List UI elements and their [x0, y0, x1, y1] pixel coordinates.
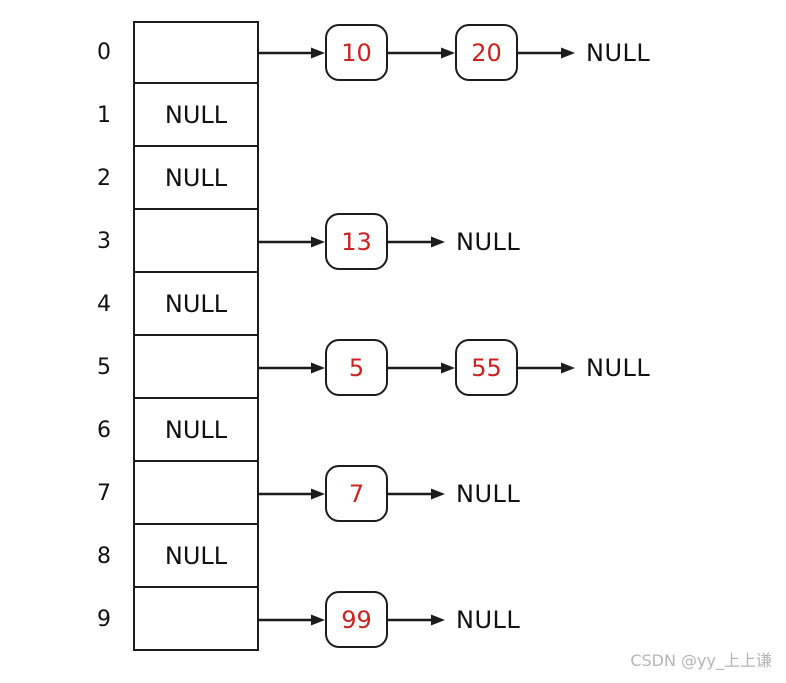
- bucket-row-7: 7 7 NULL: [66, 462, 650, 525]
- list-node: 13: [325, 213, 388, 270]
- bucket-index: 8: [97, 543, 111, 569]
- bucket-row-4: 4 NULL: [66, 273, 650, 336]
- bucket-row-1: 1 NULL: [66, 84, 650, 147]
- array-cell: NULL: [133, 273, 259, 336]
- list-node: 99: [325, 591, 388, 648]
- null-label: NULL: [456, 605, 521, 634]
- bucket-index: 6: [97, 417, 111, 443]
- bucket-index: 7: [97, 480, 111, 506]
- hash-table-diagram: 0 10 20 NULL 1 NULL 2 NULL 3: [66, 21, 650, 651]
- array-cell: [133, 462, 259, 525]
- array-cell: [133, 588, 259, 651]
- bucket-row-3: 3 13 NULL: [66, 210, 650, 273]
- csdn-watermark: CSDN @yy_上上谦: [630, 651, 772, 670]
- bucket-index: 9: [97, 606, 111, 632]
- arrow-icon: [388, 236, 445, 247]
- arrow-icon: [259, 362, 325, 373]
- bucket-row-5: 5 5 55 NULL: [66, 336, 650, 399]
- arrow-icon: [259, 488, 325, 499]
- arrow-icon: [259, 47, 325, 58]
- bucket-index: 1: [97, 102, 111, 128]
- bucket-index: 2: [97, 165, 111, 191]
- arrow-icon: [388, 47, 455, 58]
- arrow-icon: [259, 614, 325, 625]
- list-node: 7: [325, 465, 388, 522]
- bucket-index: 3: [97, 228, 111, 254]
- null-label: NULL: [456, 227, 521, 256]
- arrow-icon: [259, 236, 325, 247]
- list-node: 55: [455, 339, 518, 396]
- array-cell: [133, 21, 259, 84]
- bucket-row-9: 9 99 NULL: [66, 588, 650, 651]
- list-node: 5: [325, 339, 388, 396]
- bucket-row-6: 6 NULL: [66, 399, 650, 462]
- array-cell: NULL: [133, 399, 259, 462]
- bucket-index: 0: [97, 39, 111, 65]
- bucket-row-2: 2 NULL: [66, 147, 650, 210]
- array-cell: NULL: [133, 525, 259, 588]
- array-cell: NULL: [133, 147, 259, 210]
- arrow-icon: [388, 614, 445, 625]
- list-node: 20: [455, 24, 518, 81]
- array-cell: NULL: [133, 84, 259, 147]
- bucket-index: 4: [97, 291, 111, 317]
- arrow-icon: [388, 362, 455, 373]
- bucket-row-8: 8 NULL: [66, 525, 650, 588]
- bucket-index: 5: [97, 354, 111, 380]
- arrow-icon: [388, 488, 445, 499]
- list-node: 10: [325, 24, 388, 81]
- arrow-icon: [518, 47, 575, 58]
- arrow-icon: [518, 362, 575, 373]
- bucket-row-0: 0 10 20 NULL: [66, 21, 650, 84]
- null-label: NULL: [586, 353, 651, 382]
- null-label: NULL: [456, 479, 521, 508]
- array-cell: [133, 336, 259, 399]
- null-label: NULL: [586, 38, 651, 67]
- array-cell: [133, 210, 259, 273]
